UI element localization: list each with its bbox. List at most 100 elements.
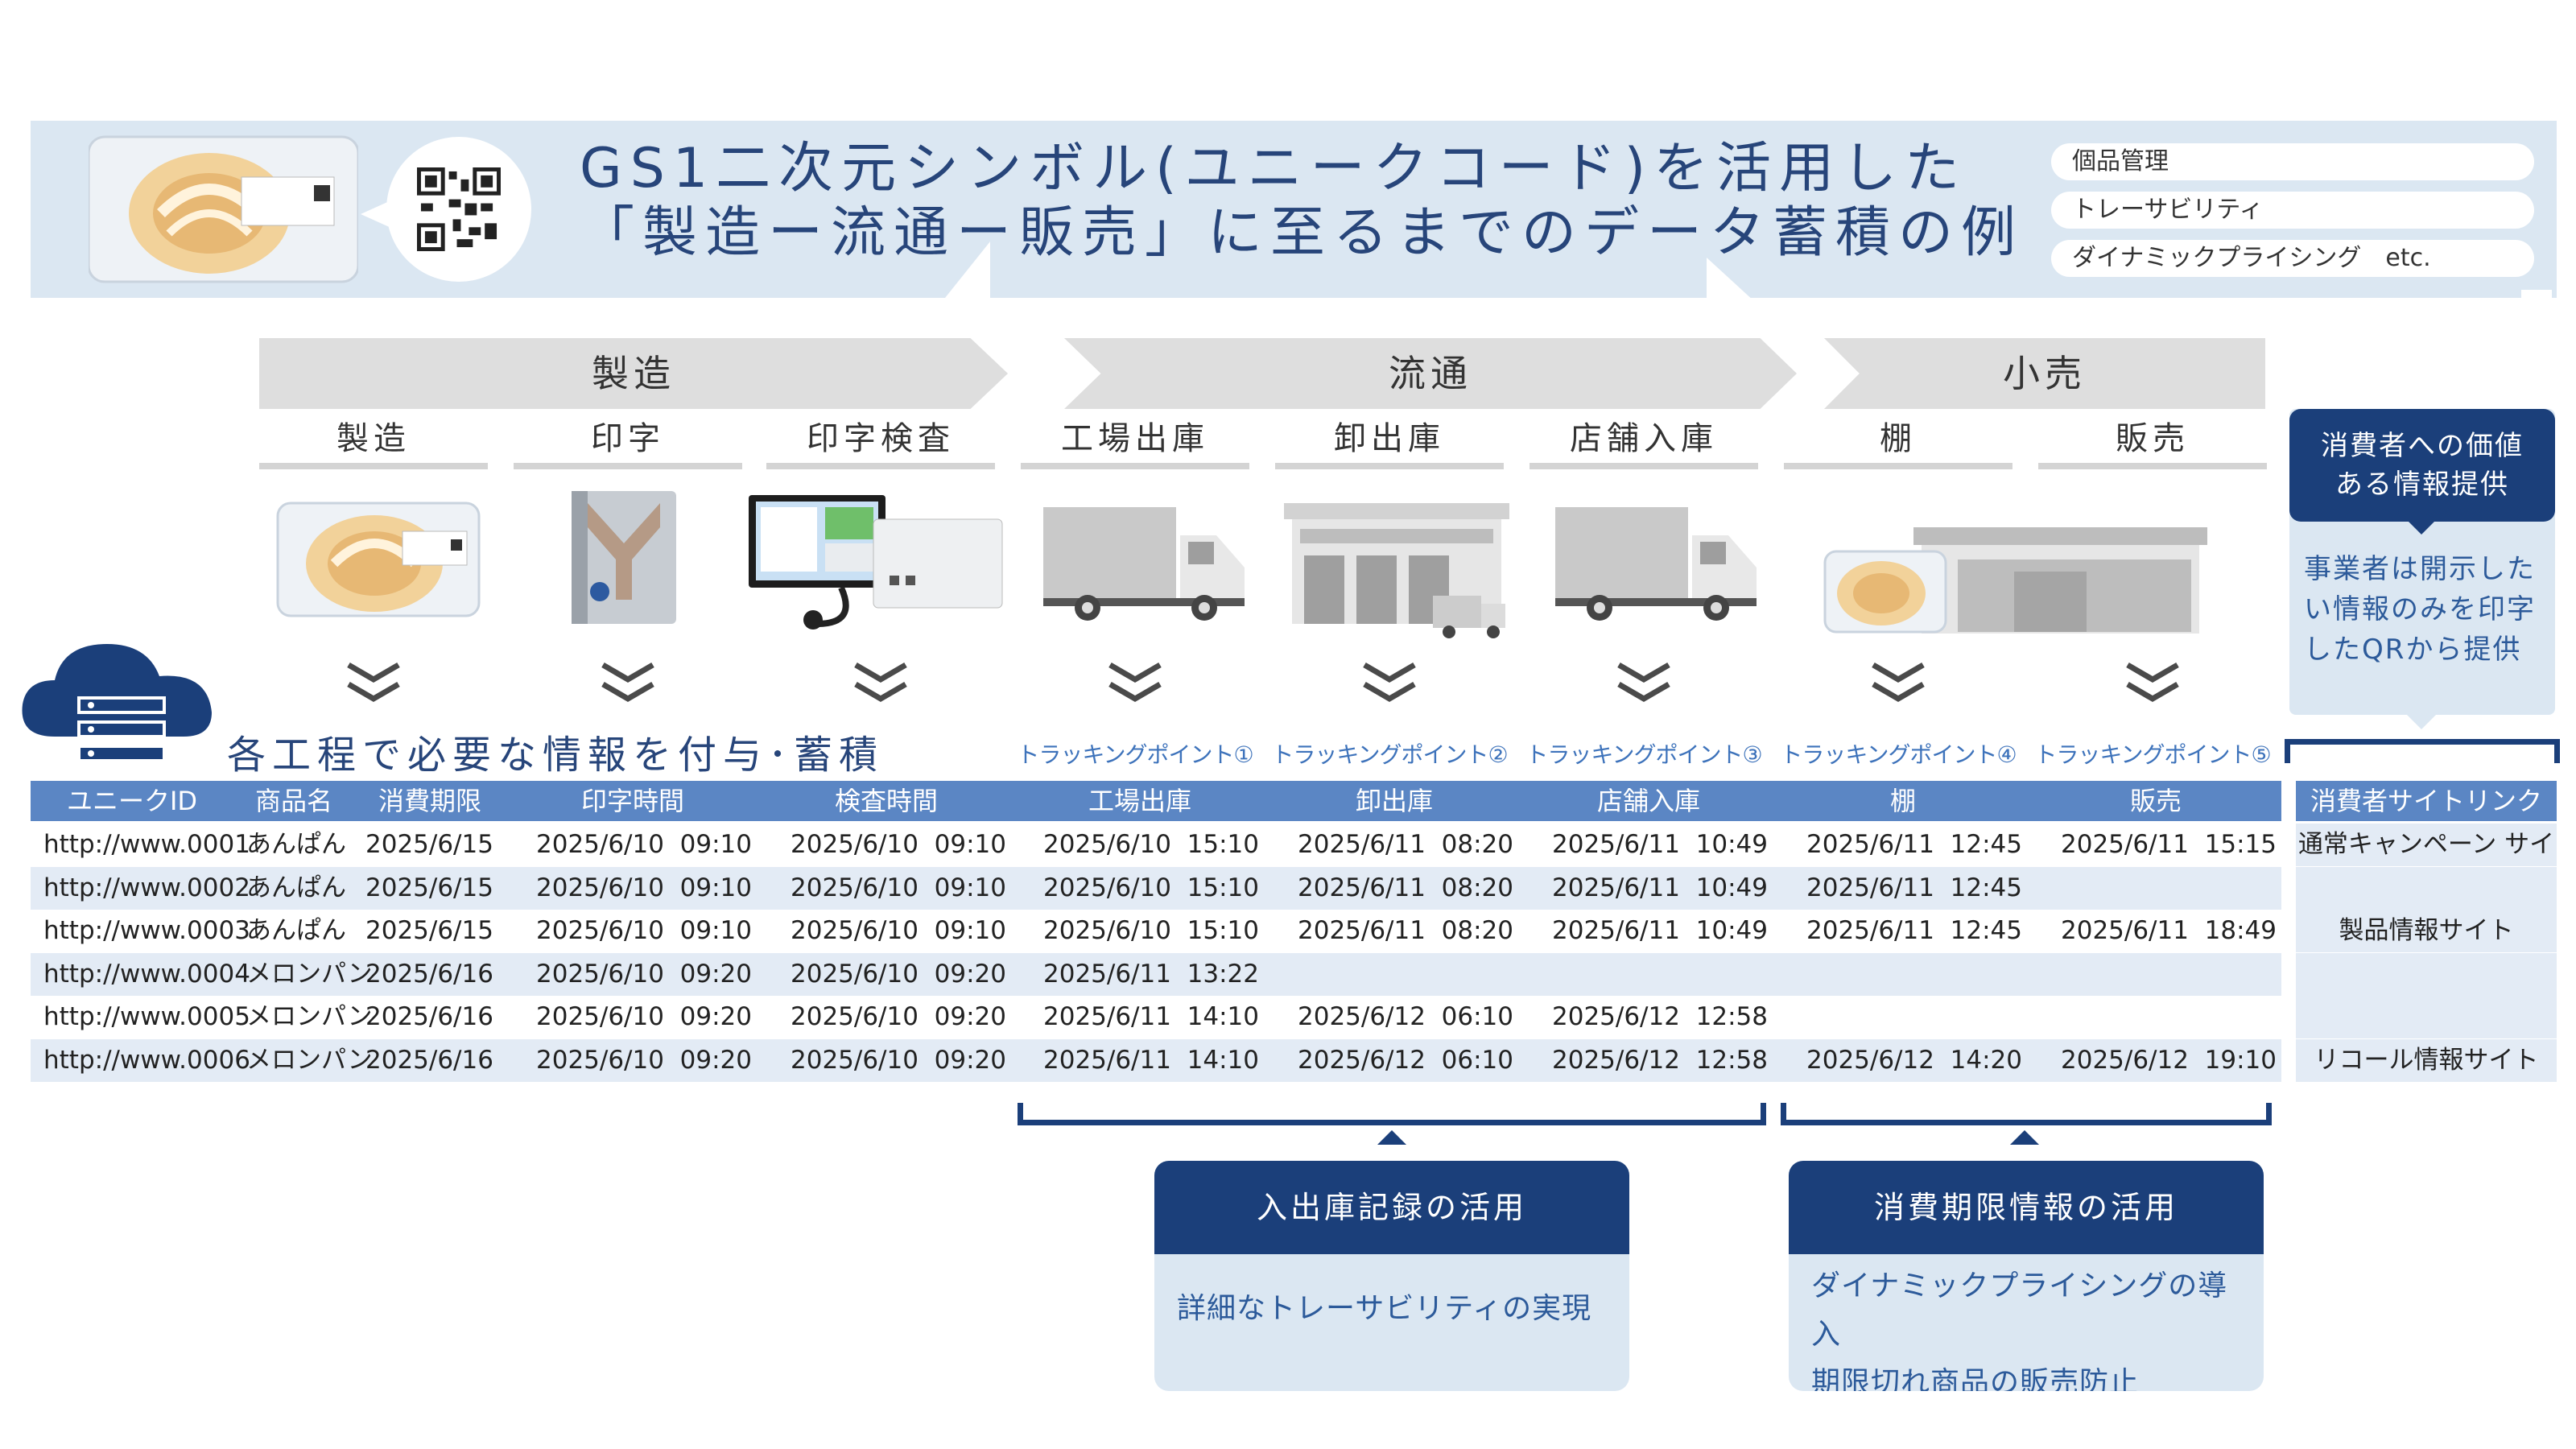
process-label: 製造: [336, 420, 411, 457]
bracket-expiry-info: [1781, 1103, 2272, 1125]
bracket-warehouse-records: [1018, 1103, 1766, 1125]
table-row: [31, 866, 2281, 910]
card-expiry-title: 消費期限情報の活用: [1789, 1161, 2264, 1254]
bracket-warehouse-tip: [1377, 1130, 1406, 1145]
process-label: 印字: [591, 420, 665, 457]
process-label: 店舗入庫: [1570, 420, 1718, 457]
table-cell: 2025/6/11 12:45: [1806, 916, 2022, 945]
table-row: [31, 910, 2281, 952]
table-cell: http://www.0005: [43, 1002, 250, 1031]
double-chevron-down-icon: [1108, 662, 1162, 703]
process-underline: [514, 463, 742, 469]
process-underline: [259, 463, 488, 469]
packaged-bread-image: [89, 135, 358, 283]
double-chevron-down-icon: [2126, 662, 2179, 703]
table-header-cell: 検査時間: [760, 781, 1013, 821]
process-label: 工場出庫: [1061, 420, 1209, 457]
table-cell: 2025/6/10 15:10: [1043, 916, 1259, 945]
truck-icon-factory: [1043, 507, 1245, 621]
table-cell: メロンパン: [246, 1002, 373, 1031]
table-cell: 2025/6/10 09:20: [791, 1002, 1006, 1031]
process-label: 印字検査: [807, 420, 955, 457]
card-warehouse-title: 入出庫記録の活用: [1154, 1161, 1629, 1254]
process-label: 卸出庫: [1334, 420, 1445, 457]
page-title: GS1二次元シンボル(ユニークコード)を活用した 「製造ー流通ー販売」に至るまで…: [580, 137, 2024, 266]
card-expiry-line-1: ダイナミックプライシングの導入: [1811, 1269, 2228, 1351]
table-cell: 2025/6/11 10:49: [1552, 916, 1768, 945]
table-header-cell: 卸出庫: [1267, 781, 1521, 821]
table-row-link-bg: [2296, 996, 2557, 1038]
table-cell: 2025/6/11 08:20: [1298, 830, 1513, 859]
table-cell: http://www.0002: [43, 873, 250, 902]
store-shelf-icon: [1823, 527, 2207, 634]
table-row: [31, 1038, 2281, 1082]
table-header-cell: 印字時間: [506, 781, 760, 821]
consumer-value-heading: 消費者への価値 ある情報提供: [2289, 409, 2555, 522]
table-cell: 2025/6/10 09:20: [791, 959, 1006, 989]
double-chevron-down-icon: [347, 662, 400, 703]
tag-item-management: 個品管理: [2051, 143, 2534, 180]
table-cell: http://www.0006: [43, 1045, 250, 1075]
table-cell: 2025/6/11 14:10: [1043, 1045, 1259, 1075]
table-cell: 2025/6/11 12:45: [1806, 873, 2022, 902]
table-cell: 2025/6/10 15:10: [1043, 873, 1259, 902]
process-underline: [766, 463, 995, 469]
tracking-point-label: トラッキングポイント④: [1780, 741, 2017, 768]
table-cell: 2025/6/12 06:10: [1298, 1045, 1513, 1075]
table-cell: 2025/6/10 09:10: [791, 873, 1006, 902]
process-label: 棚: [1880, 420, 1917, 457]
table-cell: 2025/6/11 10:49: [1552, 830, 1768, 859]
stage-manufacturing: 製造: [259, 338, 1008, 409]
table-row-link-bg: [2296, 952, 2557, 996]
packaged-bread-icon: [276, 502, 481, 617]
table-cell: http://www.0001: [43, 830, 250, 859]
table-cell: メロンパン: [246, 959, 373, 989]
card-expiry-line-2: 期限切れ商品の販売防止: [1811, 1366, 2140, 1391]
table-cell: 2025/6/16: [365, 1045, 493, 1075]
table-cell: 2025/6/15: [365, 916, 493, 945]
truck-icon-store: [1555, 507, 1757, 621]
tracking-point-label: トラッキングポイント③: [1525, 741, 1762, 768]
double-chevron-down-icon: [1872, 662, 1925, 703]
inspection-system-icon: [749, 495, 1003, 630]
table-header-cell: ユニークID: [31, 781, 233, 821]
table-cell: 2025/6/11 08:20: [1298, 916, 1513, 945]
table-cell: 2025/6/11 08:20: [1298, 873, 1513, 902]
table-cell: 2025/6/10 09:20: [791, 1045, 1006, 1075]
table-cell: 2025/6/12 14:20: [1806, 1045, 2022, 1075]
process-label: 販売: [2116, 420, 2190, 457]
cloud-database-icon: [22, 644, 212, 762]
table-header-cell: 消費期限: [354, 781, 506, 821]
consumer-box-tail: [2407, 715, 2436, 729]
table-cell: 2025/6/11 13:22: [1043, 959, 1259, 989]
table-cell: 2025/6/11 10:49: [1552, 873, 1768, 902]
title-line-1: GS1二次元シンボル(ユニークコード)を活用した: [580, 137, 1968, 200]
stage-retail: 小売: [1824, 338, 2265, 409]
consumer-link-bracket: [2285, 739, 2560, 763]
table-cell: 2025/6/12 12:58: [1552, 1045, 1768, 1075]
table-cell: 2025/6/10 09:10: [536, 873, 752, 902]
table-cell: 2025/6/10 09:10: [536, 830, 752, 859]
card-warehouse-line-1: 詳細なトレーサビリティの実現: [1177, 1292, 1592, 1325]
consumer-body-line-2: い情報のみを印字: [2304, 593, 2536, 625]
title-line-2: 「製造ー流通ー販売」に至るまでのデータ蓄積の例: [580, 201, 2025, 265]
table-cell: 2025/6/11 12:45: [1806, 830, 2022, 859]
table-cell: 2025/6/15: [365, 830, 493, 859]
table-cell: 2025/6/16: [365, 1002, 493, 1031]
table-cell: 2025/6/12 12:58: [1552, 1002, 1768, 1031]
table-header-cell: 商品名: [233, 781, 354, 821]
process-underline: [1275, 463, 1504, 469]
table-row-link-bg: [2296, 824, 2557, 866]
table-row: [31, 952, 2281, 996]
warehouse-icon: [1284, 503, 1509, 638]
banner-notches: [942, 242, 2552, 302]
table-cell: 2025/6/15: [365, 873, 493, 902]
table-cell: 2025/6/12 19:10: [2061, 1045, 2277, 1075]
table-cell: http://www.0003: [43, 916, 250, 945]
table-cell: あんぱん: [246, 873, 346, 902]
table-row: [31, 996, 2281, 1038]
table-cell: 2025/6/10 09:10: [791, 830, 1006, 859]
consumer-heading-tail: [2407, 520, 2436, 535]
table-cell: 2025/6/11 15:15: [2061, 830, 2277, 859]
consumer-body-line-3: したQRから提供: [2304, 634, 2522, 666]
